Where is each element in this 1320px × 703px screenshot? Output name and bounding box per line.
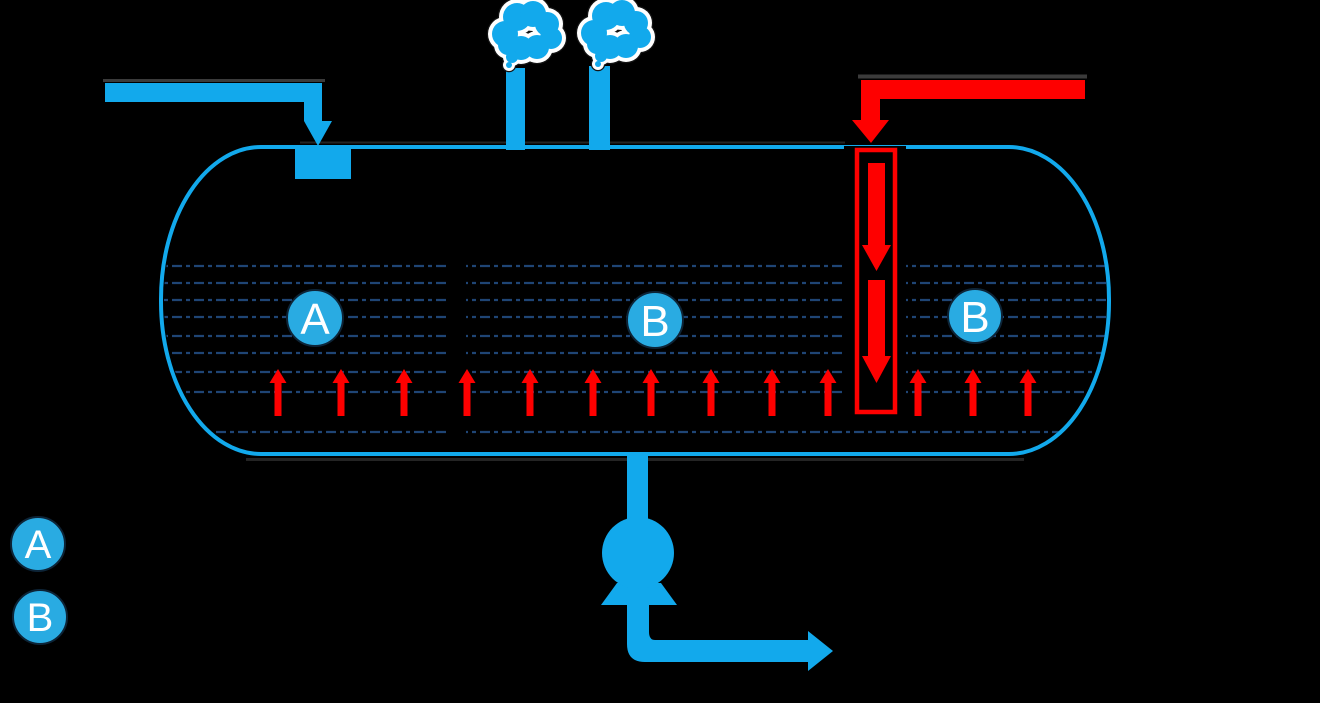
marker-label: B [640, 297, 669, 346]
steam-inlet [852, 74, 1087, 143]
inlet-distribution-box [295, 147, 351, 179]
zone-marker-b-right: B [947, 288, 1003, 344]
marker-circle [947, 288, 1003, 344]
legend-circle [10, 516, 66, 572]
vent-stack [506, 68, 525, 150]
zone-marker-a: A [286, 289, 344, 347]
water-inlet-arrow-icon [105, 83, 332, 146]
marker-label: A [300, 295, 330, 344]
marker-circle [286, 289, 344, 347]
steam-inlet-arrow-icon [852, 80, 1085, 143]
vent-stack [589, 66, 610, 150]
water-inlet [103, 79, 351, 179]
pump-icon [602, 517, 674, 589]
zone-marker-b-left: B [626, 291, 684, 349]
pump-base [601, 583, 677, 605]
down-arrow-icon [862, 280, 891, 383]
down-arrow-icon [862, 163, 891, 271]
legend-item-b: B [12, 589, 68, 645]
legend-item-a: A [10, 516, 66, 572]
marker-label: B [960, 293, 989, 342]
pump-outlet [601, 452, 833, 671]
vent-stacks [506, 66, 610, 150]
legend: A B [10, 516, 68, 645]
legend-label: A [25, 523, 52, 567]
steam-downcomer [844, 146, 906, 420]
downcomer-channel [854, 147, 898, 415]
legend-label: B [27, 596, 54, 640]
marker-circle [626, 291, 684, 349]
pump-suction-pipe [627, 452, 648, 524]
legend-circle [12, 589, 68, 645]
outlet-arrow-icon [627, 600, 833, 671]
baffle-gap [448, 258, 466, 440]
